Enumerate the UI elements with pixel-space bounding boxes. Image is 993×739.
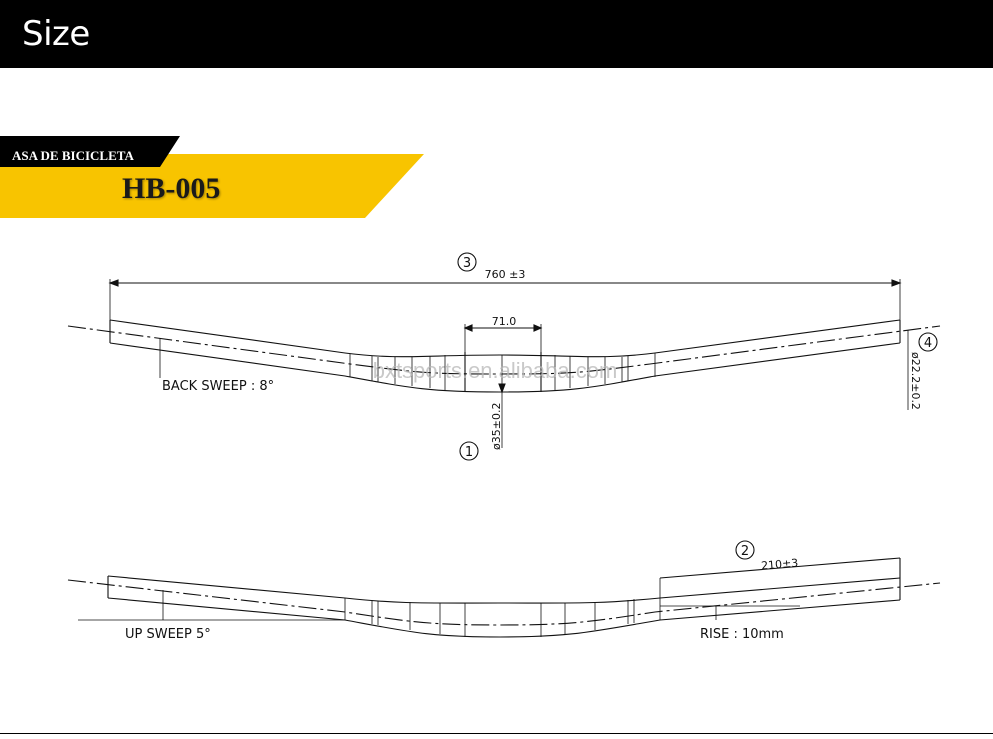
callout-3-circle bbox=[457, 252, 477, 272]
callout-2-circle bbox=[735, 540, 755, 560]
rise-width-dimension-line bbox=[659, 557, 901, 579]
top-bar-lower-edge bbox=[109, 342, 901, 393]
top-graphic-lines bbox=[349, 353, 656, 390]
grip-diameter-label: ø22.2±0.2 bbox=[909, 352, 922, 410]
rise-width-label: 210±3 bbox=[761, 556, 799, 572]
model-banner: ASA DE BICICLETA HB-005 bbox=[0, 136, 430, 222]
header-bar: Size bbox=[0, 0, 993, 68]
banner-yellow-band bbox=[0, 154, 424, 218]
callout-1-text: 1 bbox=[465, 445, 473, 460]
banner-black-tab bbox=[0, 136, 180, 167]
watermark: bxtsports.en.alibaba.com bbox=[373, 358, 618, 383]
side-bar-upper-edge bbox=[107, 575, 901, 604]
page-title: Size bbox=[22, 14, 90, 54]
bottom-rule bbox=[0, 733, 993, 734]
side-centerline bbox=[67, 579, 941, 626]
model-number: HB-005 bbox=[122, 172, 221, 205]
clamp-diameter-label: ø35±0.2 bbox=[490, 403, 503, 450]
banner-graphic bbox=[0, 136, 424, 218]
banner-subtitle: ASA DE BICICLETA bbox=[12, 148, 134, 163]
width-label: 760 ±3 bbox=[485, 268, 526, 281]
callout-2-text: 2 bbox=[741, 544, 749, 559]
side-graphic-lines bbox=[344, 598, 661, 637]
side-bar-lower-edge bbox=[107, 597, 901, 638]
top-bar-upper-edge bbox=[109, 319, 901, 358]
callout-4-text: 4 bbox=[924, 336, 932, 351]
back-sweep-label: BACK SWEEP : 8° bbox=[162, 379, 274, 394]
rise-label: RISE : 10mm bbox=[700, 627, 784, 642]
callout-1-circle bbox=[459, 441, 479, 461]
clamp-width-label: 71.0 bbox=[492, 315, 517, 328]
callout-4-circle bbox=[918, 332, 938, 352]
callout-3-text: 3 bbox=[463, 256, 471, 271]
top-centerline bbox=[67, 325, 941, 375]
up-sweep-label: UP SWEEP 5° bbox=[125, 627, 211, 642]
